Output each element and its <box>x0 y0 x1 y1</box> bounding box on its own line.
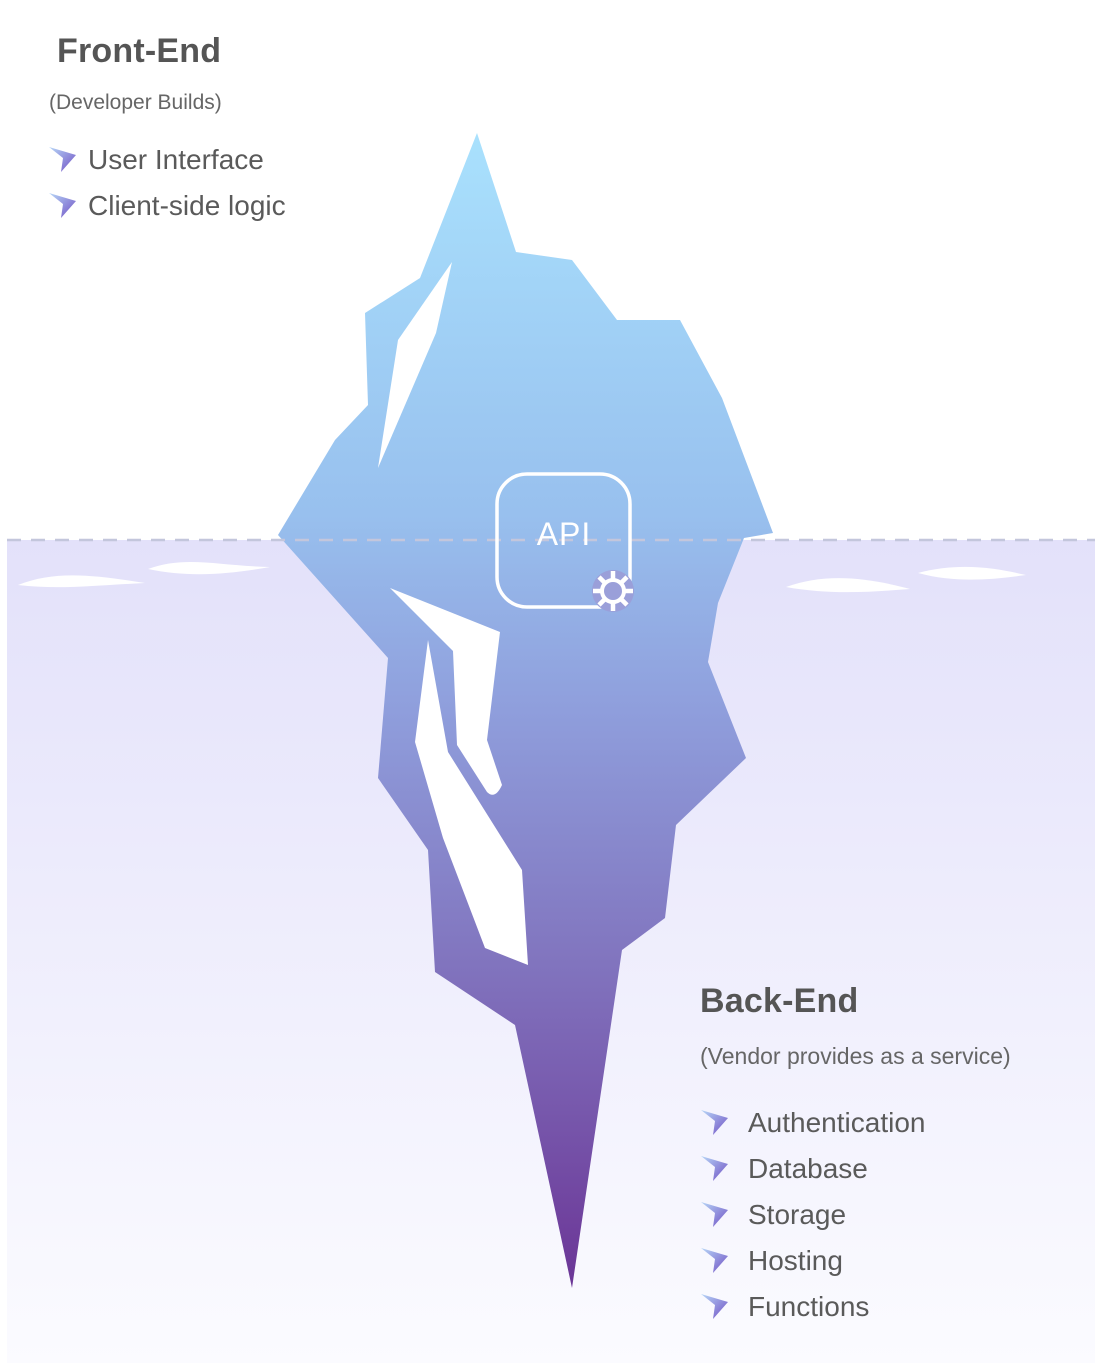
list-item: User Interface <box>48 137 286 183</box>
arrow-chevron-icon <box>700 1198 734 1232</box>
back-end-panel: Back-End (Vendor provides as a service) … <box>700 982 1011 1330</box>
arrow-chevron-icon <box>700 1152 734 1186</box>
arrow-chevron-icon <box>700 1106 734 1140</box>
front-end-panel: Front-End (Developer Builds) User Interf… <box>48 32 286 229</box>
list-item-label: Hosting <box>748 1245 843 1276</box>
arrow-chevron-icon <box>700 1290 734 1324</box>
list-item-label: Database <box>748 1153 868 1184</box>
iceberg <box>278 133 773 1288</box>
ice-highlight <box>390 588 502 795</box>
waves <box>18 561 1026 593</box>
list-item-label: Storage <box>748 1199 847 1230</box>
list-item-label: Functions <box>748 1291 870 1322</box>
arrow-chevron-icon <box>700 1244 734 1278</box>
ice-highlight <box>415 640 528 965</box>
list-item-label: Client-side logic <box>88 190 286 221</box>
back-end-list: Authentication Database Storage Hosting … <box>700 1100 1011 1330</box>
list-item: Client-side logic <box>48 183 286 229</box>
arrow-chevron-icon <box>48 189 82 223</box>
list-item: Functions <box>700 1284 1011 1330</box>
list-item: Database <box>700 1146 1011 1192</box>
back-end-title: Back-End <box>700 982 859 1020</box>
api-box <box>495 472 632 609</box>
list-item: Authentication <box>700 1100 1011 1146</box>
list-item-label: User Interface <box>88 144 264 175</box>
front-end-list: User Interface Client-side logic <box>48 137 286 229</box>
gear-icon <box>592 570 634 612</box>
list-item-label: Authentication <box>748 1107 926 1138</box>
ice-highlight <box>378 262 452 468</box>
back-end-subtitle: (Vendor provides as a service) <box>700 1043 1011 1069</box>
list-item: Storage <box>700 1192 1011 1238</box>
front-end-title: Front-End <box>57 32 222 70</box>
api-label: API <box>536 516 592 552</box>
list-item: Hosting <box>700 1238 1011 1284</box>
front-end-subtitle: (Developer Builds) <box>49 91 222 114</box>
arrow-chevron-icon <box>48 143 82 177</box>
